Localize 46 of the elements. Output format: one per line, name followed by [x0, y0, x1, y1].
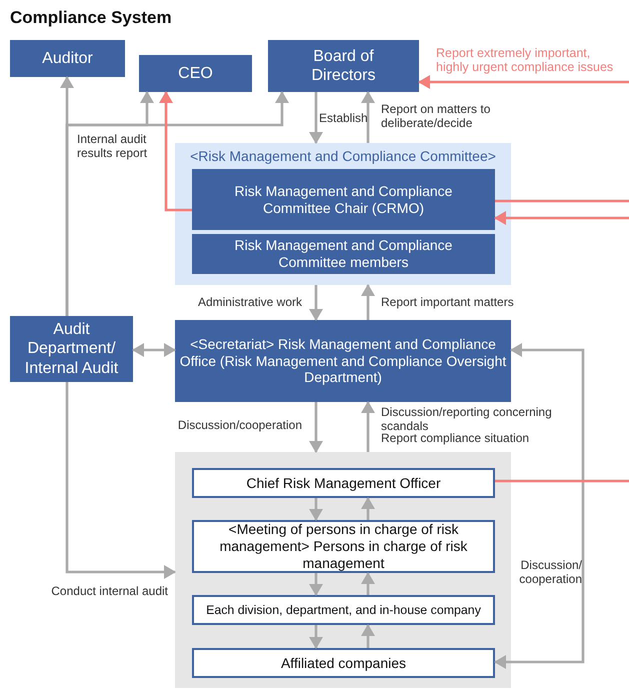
- arrow: [66, 91, 289, 316]
- edge-label: Discussion/reporting concerning scandals: [381, 406, 553, 433]
- connector-line: [495, 200, 629, 202]
- arrow: [361, 284, 375, 320]
- org-box: Affiliated companies: [192, 648, 495, 678]
- edge-label: Discussion/cooperation: [176, 419, 302, 433]
- org-box: CEO: [139, 55, 252, 92]
- arrow: [309, 92, 323, 144]
- org-box: Auditor: [10, 40, 125, 77]
- edge-label: Conduct internal audit: [50, 585, 168, 599]
- arrow: [309, 573, 323, 596]
- arrow: [309, 498, 323, 521]
- arrow: [361, 624, 375, 648]
- arrow: [361, 497, 375, 520]
- org-box: Risk Management and Compliance Committee Chair (CRMO): [192, 169, 495, 230]
- arrow: [361, 91, 375, 143]
- org-box: <Secretariat> Risk Management and Compliance Office (Risk Management and Compliance Oversight Department): [175, 320, 511, 402]
- org-box: Board of Directors: [268, 40, 419, 92]
- org-box: Audit Department/ Internal Audit: [10, 316, 133, 382]
- org-box: <Meeting of persons in charge of risk management> Persons in charge of risk management: [192, 520, 495, 573]
- edge-label: Administrative work: [196, 296, 302, 310]
- note-text: Report compliance situation: [381, 432, 530, 446]
- arrow: [361, 572, 375, 595]
- connector-line: [495, 480, 629, 482]
- org-box: Risk Management and Compliance Committee members: [192, 234, 495, 274]
- arrow: [309, 625, 323, 649]
- arrow: [66, 382, 176, 579]
- edge-label: Internal audit results report: [77, 133, 148, 161]
- group-panel: [175, 452, 511, 688]
- arrow: [361, 401, 375, 452]
- arrow: [418, 75, 629, 89]
- org-box: Chief Risk Management Officer: [192, 468, 495, 498]
- org-box: Each division, department, and in-house company: [192, 595, 495, 625]
- edge-label: Report extremely important, highly urgent compliance issues: [436, 46, 614, 75]
- arrow: [159, 91, 192, 212]
- committee-panel: <Risk Management and Compliance Committee> Risk Management and Compliance Committee Chair (CRMO) Risk Management and Compliance Committee members: [175, 143, 511, 285]
- diagram-title: Compliance System: [10, 8, 172, 28]
- arrow: [494, 211, 629, 225]
- edge-label: Report important matters: [381, 296, 515, 310]
- edge-label: Report on matters to deliberate/decide: [381, 103, 492, 131]
- edge-label: Discussion/ cooperation: [518, 559, 582, 587]
- arrow: [494, 343, 584, 669]
- arrow: [309, 402, 323, 453]
- edge-label: Establish: [319, 112, 369, 126]
- arrow: [309, 285, 323, 321]
- arrow: [132, 343, 176, 357]
